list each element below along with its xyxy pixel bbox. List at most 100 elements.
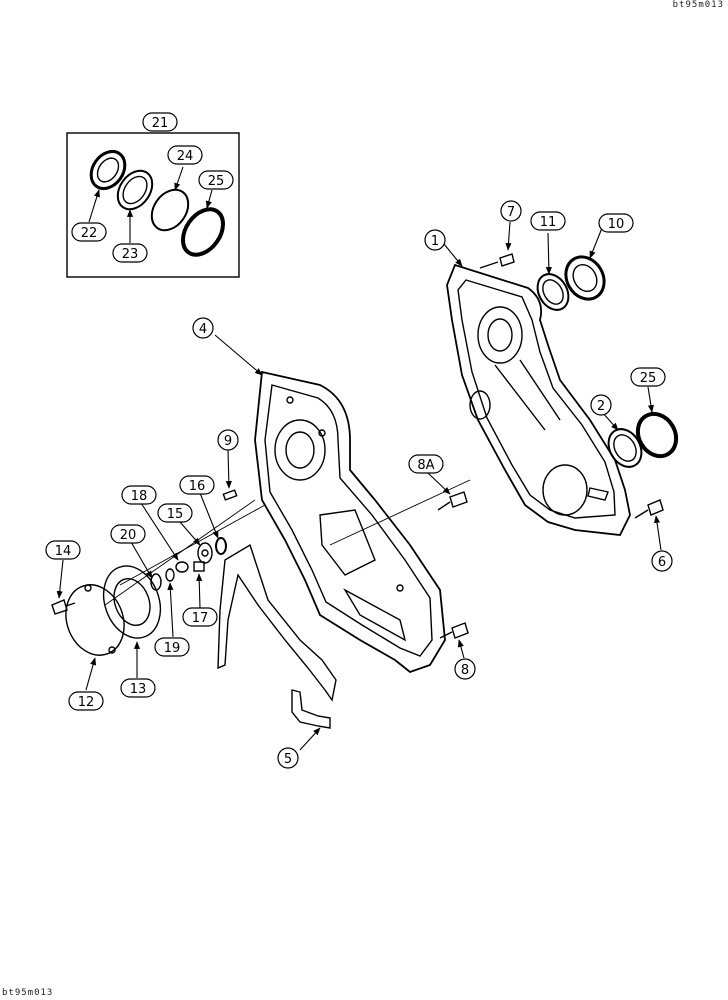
- svg-text:25: 25: [208, 174, 225, 189]
- svg-text:25: 25: [640, 371, 657, 386]
- callout-10: 10: [598, 213, 634, 233]
- callout-23: 23: [112, 243, 148, 263]
- svg-text:15: 15: [167, 507, 184, 522]
- fitting-18: [175, 561, 189, 573]
- capscrew-14: [51, 599, 76, 615]
- capscrew-8: [439, 622, 469, 639]
- front-gear-cover: [446, 263, 631, 536]
- ring-19: [165, 568, 175, 582]
- leader-8A: [427, 472, 451, 495]
- svg-text:8: 8: [461, 663, 469, 678]
- callout-8A: 8A: [408, 454, 444, 474]
- svg-text:6: 6: [658, 555, 666, 570]
- drawing-code-bottom: bt95m013: [2, 988, 54, 998]
- washer-20: [150, 573, 162, 591]
- callout-18: 18: [121, 485, 157, 505]
- seal-23: [116, 169, 154, 211]
- dowel-9: [222, 489, 238, 501]
- leader-20: [130, 541, 153, 579]
- svg-text:7: 7: [507, 205, 515, 220]
- leader-5: [299, 727, 321, 751]
- callout-16: 16: [179, 475, 215, 495]
- callout-11: 11: [530, 211, 566, 231]
- capscrew-7: [479, 253, 515, 269]
- callout-19: 19: [154, 637, 190, 657]
- seal-22: [89, 149, 127, 191]
- callout-17: 17: [182, 607, 218, 627]
- assembly-line: [104, 499, 256, 606]
- seal-11: [536, 273, 570, 311]
- leader-6: [653, 515, 662, 551]
- callout-15: 15: [157, 503, 193, 523]
- svg-text:22: 22: [81, 226, 98, 241]
- svg-text:21: 21: [152, 116, 169, 131]
- seal-2: [607, 428, 643, 468]
- callout-14: 14: [45, 540, 81, 560]
- svg-text:12: 12: [78, 695, 95, 710]
- seal-25: [635, 411, 679, 459]
- leader-16: [199, 492, 219, 539]
- svg-text:4: 4: [199, 322, 207, 337]
- callout-24: 24: [167, 145, 203, 165]
- svg-text:20: 20: [120, 528, 137, 543]
- leader-2: [601, 411, 619, 431]
- ring-24: [150, 188, 190, 232]
- callout-22: 22: [71, 222, 107, 242]
- svg-text:1: 1: [431, 234, 439, 249]
- svg-text:2: 2: [597, 399, 605, 414]
- leader-19: [167, 582, 174, 638]
- leader-24: [174, 166, 184, 191]
- leader-11: [545, 232, 552, 275]
- svg-text:11: 11: [540, 215, 557, 230]
- callout-9: 9: [217, 429, 239, 451]
- leader-9: [225, 449, 232, 489]
- svg-text:24: 24: [177, 149, 194, 164]
- capscrew-8A: [437, 491, 468, 511]
- bracket-5: [291, 689, 331, 729]
- seal-10: [564, 255, 606, 301]
- capscrew-6: [634, 499, 664, 519]
- leader-25b: [647, 386, 654, 413]
- seal-kit-box: [66, 132, 240, 278]
- callout-25a: 25: [198, 170, 234, 190]
- plug-17: [193, 561, 205, 572]
- leader-10: [589, 227, 603, 259]
- svg-text:19: 19: [164, 641, 181, 656]
- leader-8: [457, 639, 465, 659]
- svg-text:13: 13: [130, 682, 147, 697]
- callout-21: 21: [142, 112, 178, 132]
- svg-text:5: 5: [284, 752, 292, 767]
- fitting-15: [197, 542, 213, 564]
- callout-25b: 25: [630, 367, 666, 387]
- cover-plate-12: [65, 584, 125, 656]
- drawing-code-top: bt95m013: [672, 0, 724, 10]
- leader-1: [443, 243, 463, 267]
- callout-13: 13: [120, 678, 156, 698]
- svg-text:23: 23: [122, 247, 139, 262]
- leader-4: [214, 334, 263, 376]
- leader-25a: [205, 189, 213, 209]
- leader-7: [505, 221, 512, 251]
- leader-12: [85, 657, 97, 691]
- assembly-line: [119, 504, 266, 586]
- callout-12: 12: [68, 691, 104, 711]
- housing-gasket: [217, 543, 337, 702]
- svg-text:9: 9: [224, 434, 232, 449]
- leader-22: [88, 189, 100, 223]
- callout-7: 7: [500, 200, 522, 222]
- callout-1: 1: [424, 229, 446, 251]
- leader-15: [179, 521, 201, 546]
- svg-text:8A: 8A: [417, 458, 434, 473]
- leader-17: [196, 573, 203, 609]
- callout-5: 5: [277, 747, 299, 769]
- svg-text:17: 17: [192, 611, 209, 626]
- callout-6: 6: [651, 550, 673, 572]
- svg-text:18: 18: [131, 489, 148, 504]
- leader-18: [140, 502, 179, 561]
- svg-text:14: 14: [55, 544, 72, 559]
- callout-4: 4: [192, 317, 214, 339]
- callout-8: 8: [454, 658, 476, 680]
- gasket-13: [102, 565, 162, 639]
- seal-25-kit: [181, 207, 225, 257]
